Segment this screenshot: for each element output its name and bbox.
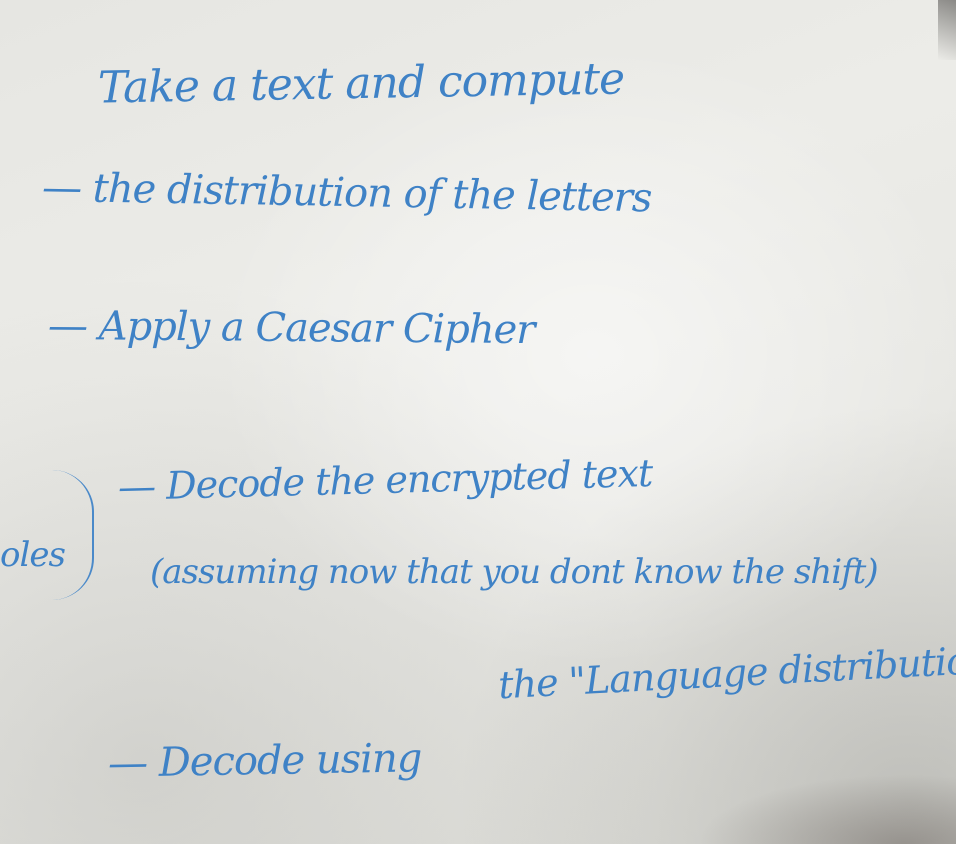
handwritten-line-5: (assuming now that you dont know the shi… [150, 552, 879, 592]
handwritten-line-7: — Decode using [107, 735, 422, 787]
handwritten-bracket [52, 470, 94, 600]
handwritten-line-1: Take a text and compute [97, 53, 625, 114]
hair-in-corner [696, 774, 956, 844]
handwritten-line-3: — Apply a Caesar Cipher [47, 302, 535, 354]
whiteboard-frame-corner [938, 0, 956, 60]
